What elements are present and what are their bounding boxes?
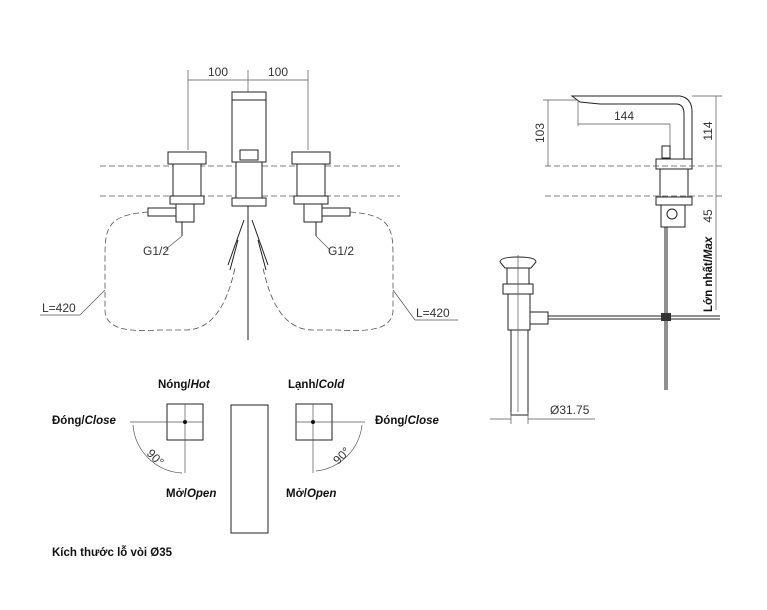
dimension-reach: 144: [614, 109, 634, 123]
front-view: 100 100: [40, 65, 458, 340]
dimension-total-height: 114: [701, 121, 715, 140]
thread-label-right: G1/2: [328, 244, 354, 258]
cold-valve: [291, 151, 351, 236]
cold-close-label: Đóng/Close: [375, 415, 439, 427]
dimension-right-spacing: 100: [268, 65, 288, 79]
spout-top-view: [230, 404, 269, 534]
cold-angle: 90°: [330, 444, 353, 467]
hot-label: Nóng/Hot: [158, 379, 211, 391]
hot-close-label: Đóng/Close: [52, 415, 116, 427]
hot-hose: [104, 211, 236, 331]
hot-angle: 90°: [144, 446, 167, 469]
drain-diameter: Ø31.75: [550, 403, 590, 417]
dimension-spout-height: 103: [533, 123, 547, 143]
pop-up-drain: [499, 255, 549, 416]
handle-rotation-diagram: Nóng/Hot Lạnh/Cold 90° Đóng/Close Mở/Ope…: [52, 379, 439, 534]
cold-hose: [262, 211, 394, 331]
hot-valve: [147, 151, 207, 236]
max-label: Lớn nhất/Max: [703, 236, 715, 312]
dimension-max-deck: 45: [701, 209, 715, 223]
side-view: 144 103 114 45 Lớn nhất/Max: [490, 95, 722, 424]
footer-note: Kích thước lỗ vòi Ø35: [52, 546, 173, 559]
cold-label: Lạnh/Cold: [288, 379, 345, 391]
hose-length-right: L=420: [416, 306, 450, 320]
spout-side: [570, 95, 693, 161]
thread-label-left: G1/2: [143, 244, 169, 258]
cold-open-label: Mở/Open: [286, 488, 336, 500]
hot-open-label: Mở/Open: [166, 488, 216, 500]
hose-length-left: L=420: [42, 301, 76, 315]
dimension-left-spacing: 100: [208, 65, 228, 79]
